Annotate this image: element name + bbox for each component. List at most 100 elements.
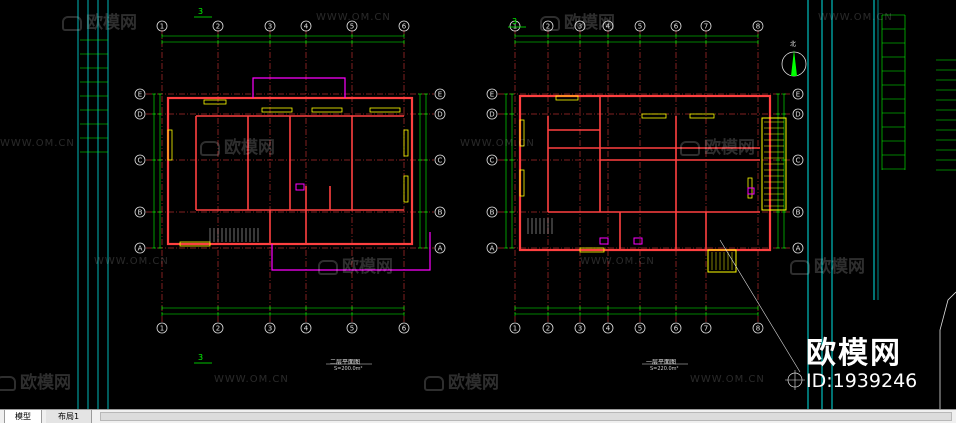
axis-bubble-col-label: 6 [402,23,407,31]
axis-bubble-row [792,242,804,254]
axis-bubble-row [792,154,804,166]
axis-bubble-col [156,322,168,334]
axis-bubble-col-label: 2 [546,325,550,333]
om-logo-icon [424,375,444,391]
outline-boundary [271,232,431,271]
layout-tab-bar: 模型 布局1 [0,409,956,423]
veranda [761,117,787,211]
fixture [747,187,755,195]
axis-bubble-col [212,20,224,32]
axis-bubble-row-label: A [796,245,801,253]
axis-bubble-row-label: D [137,111,142,119]
axis-bubble-row [134,154,146,166]
window [519,169,525,197]
axis-bubble-col-label: 4 [606,325,611,333]
watermark-url: WWW.OM.CN [580,256,655,267]
axis-bubble-col-label: 7 [704,325,708,333]
om-logo-icon [680,140,700,156]
axis-bubble-row [434,154,446,166]
axis-bubble-row [486,108,498,120]
axis-bubble-row [134,206,146,218]
axis-bubble-row [134,88,146,100]
axis-bubble-col [509,20,521,32]
axis-bubble-row [134,242,146,254]
watermark-url: WWW.OM.CN [214,374,289,385]
tab-layout1[interactable]: 布局1 [46,410,92,423]
axis-bubble-col [264,322,276,334]
axis-bubble-col-label: 5 [350,325,354,333]
axis-bubble-col-label: 8 [756,23,760,31]
axis-bubble-row-label: B [438,209,443,217]
axis-bubble-col-label: 4 [304,23,309,31]
axis-bubble-col [398,322,410,334]
watermark-brand: 欧模网 [318,252,393,277]
axis-bubble-col-label: 1 [513,23,517,31]
window [261,107,293,113]
axis-bubble-col-label: 1 [160,23,164,31]
watermark-brand: 欧模网 [424,368,499,393]
axis-bubble-col [264,20,276,32]
axis-bubble-col-label: 2 [216,325,220,333]
horizontal-scrollbar[interactable] [100,412,952,421]
axis-bubble-col [542,322,554,334]
axis-bubble-row-label: C [796,157,801,165]
watermark-brand-large: 欧模网 [806,336,902,371]
axis-bubble-col-label: 6 [674,325,679,333]
axis-bubble-row-label: A [438,245,443,253]
axis-bubble-col [634,20,646,32]
axis-bubble-row-label: B [796,209,801,217]
entrance-steps [707,249,737,273]
window [579,247,605,253]
axis-bubble-col [346,20,358,32]
tab-model[interactable]: 模型 [4,410,42,423]
axis-bubble-col-label: 3 [268,325,272,333]
axis-bubble-row-label: E [438,91,442,99]
axis-bubble-col [602,20,614,32]
axis-bubble-row [486,154,498,166]
axis-bubble-col-label: 4 [304,325,309,333]
axis-bubble-row [486,206,498,218]
fixture [633,237,643,245]
axis-bubble-row-label: B [138,209,143,217]
axis-bubble-col-label: 6 [402,325,407,333]
axis-bubble-col-label: 2 [546,23,550,31]
axis-bubble-col-label: 3 [268,23,272,31]
watermark-brand: 欧模网 [540,8,615,33]
axis-bubble-row-label: C [138,157,143,165]
om-logo-icon [540,15,560,31]
axis-bubble-row-label: D [489,111,494,119]
axis-bubble-col [398,20,410,32]
leader-line [719,239,801,373]
om-logo-icon [0,375,16,391]
axis-bubble-col [156,20,168,32]
north-arrow-icon [791,50,797,76]
axis-bubble-col-label: 2 [216,23,220,31]
axis-bubble-col-label: 3 [578,325,582,333]
watermark-brand: 欧模网 [62,8,137,33]
axis-bubble-col-label: 1 [513,325,517,333]
axis-bubble-col [602,322,614,334]
axis-bubble-row [792,88,804,100]
window [689,113,715,119]
watermark-url: WWW.OM.CN [94,256,169,267]
section-mark: 3 [512,17,517,26]
om-logo-icon [200,140,220,156]
axis-bubble-row-label: E [796,91,800,99]
axis-bubble-col [634,322,646,334]
watermark-brand: 欧模网 [200,133,275,158]
axis-bubble-col-label: 3 [578,23,582,31]
left-plan-title: 二层平面图 [330,359,361,366]
window [403,175,409,203]
axis-bubble-col [346,322,358,334]
watermark-brand: 欧模网 [790,252,865,277]
axis-bubble-col-label: 6 [674,23,679,31]
axis-bubble-row [486,88,498,100]
om-logo-icon [318,259,338,275]
axis-bubble-row [486,242,498,254]
axis-bubble-col-label: 4 [606,23,611,31]
axis-bubble-col [300,20,312,32]
axis-bubble-col [700,322,712,334]
axis-bubble-row-label: A [138,245,143,253]
